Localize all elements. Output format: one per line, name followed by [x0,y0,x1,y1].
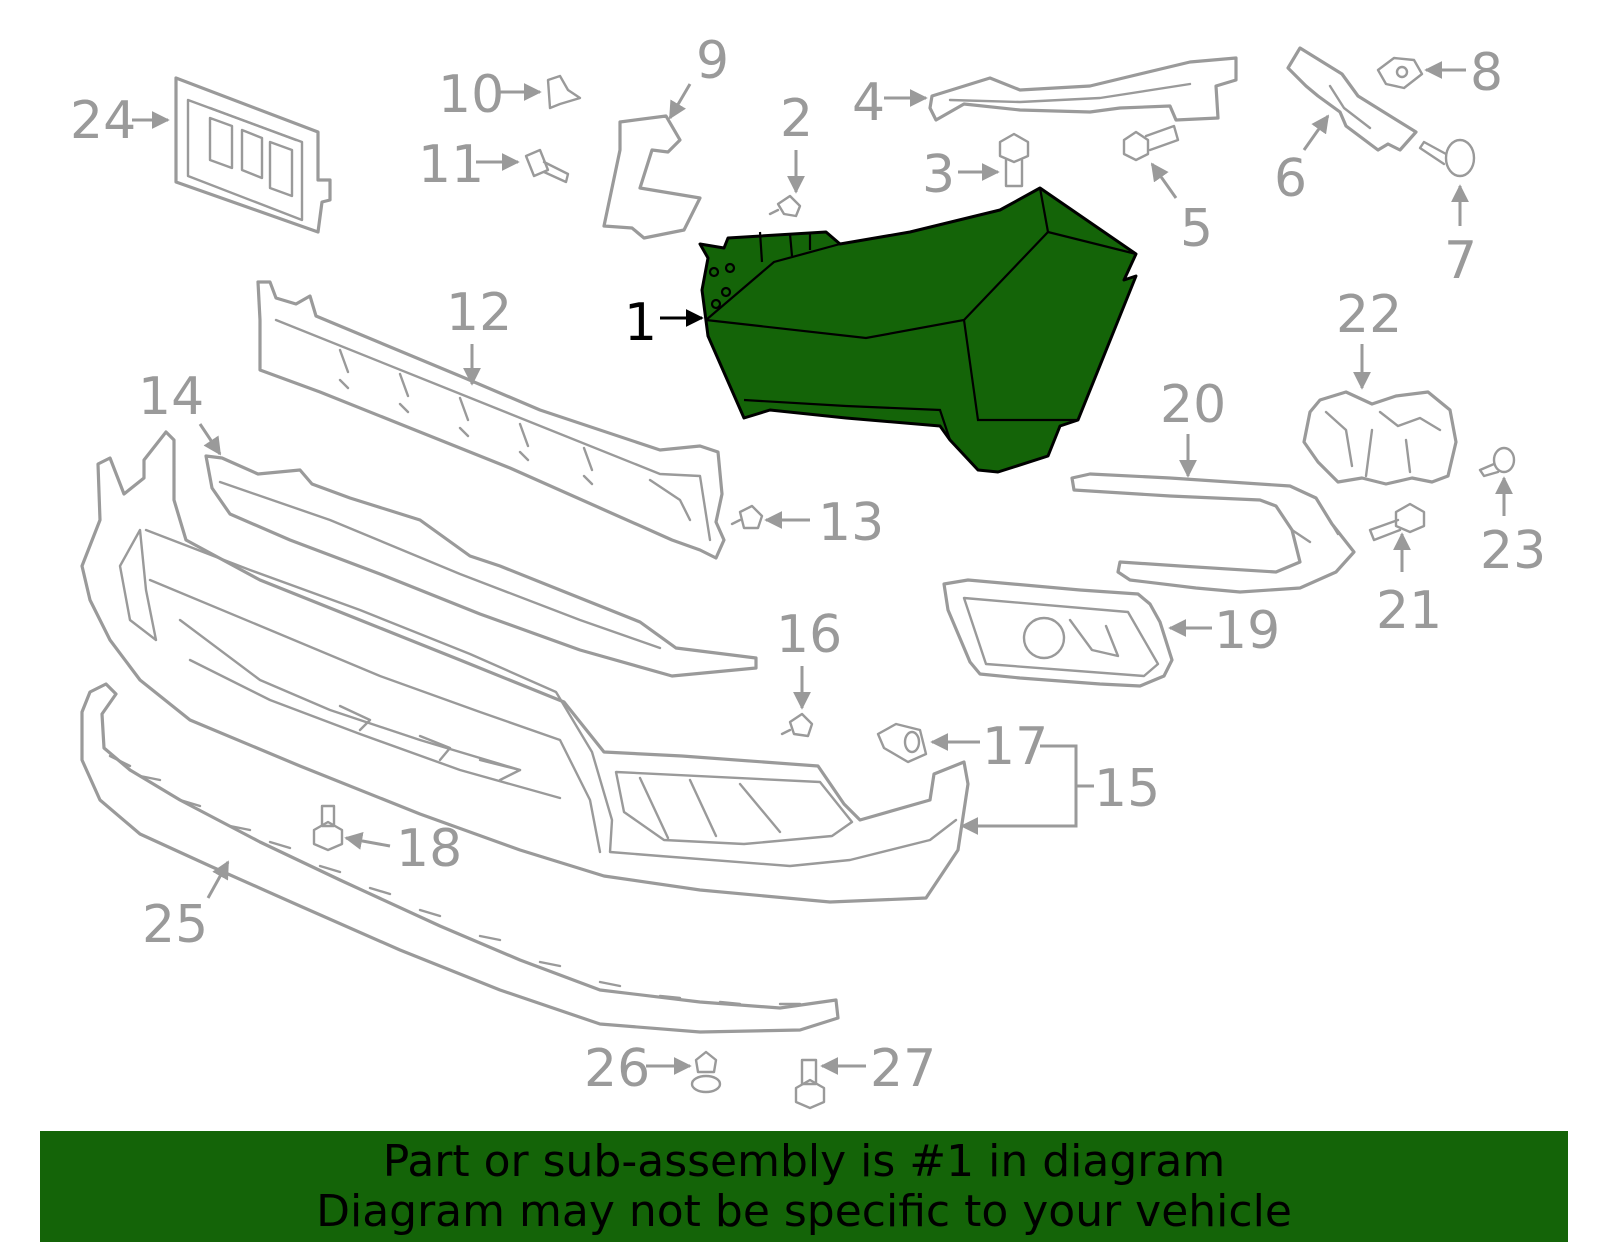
callout-12: 12 [446,283,512,343]
callout-5: 5 [1180,199,1213,259]
callout-13: 13 [818,493,884,553]
part-9-bracket [602,114,702,240]
callout-9: 9 [696,31,729,91]
part-11-bolt [524,148,570,184]
part-16-clip [780,712,814,738]
banner-line-2: Diagram may not be specific to your vehi… [316,1186,1292,1237]
part-8-nut [1376,56,1424,90]
callout-24: 24 [70,91,136,151]
part-24-license-bracket [174,76,332,234]
callout-11: 11 [418,135,484,195]
part-14-grille-strip [204,454,758,678]
part-22-side-bracket [1302,390,1458,486]
part-15-bumper-cover [80,430,970,904]
callout-27: 27 [870,1039,936,1099]
callout-3: 3 [922,145,955,205]
part-12-upper-grille [256,280,726,560]
callout-23: 23 [1480,521,1546,581]
part-6-bracket [1286,46,1418,152]
part-25-lower-valance [80,682,840,1034]
part-17-nut [876,722,928,764]
callout-1: 1 [624,293,657,353]
part-23-screw [1478,446,1516,478]
part-26-clip [690,1050,722,1094]
callout-15: 15 [1094,759,1160,819]
banner-line-1: Part or sub-assembly is #1 in diagram [382,1136,1226,1187]
part-18-bolt [312,804,344,852]
callout-21: 21 [1376,581,1442,641]
callout-2: 2 [780,89,813,149]
callout-16: 16 [776,605,842,665]
part-20-trim [1070,472,1356,594]
part-7-screw [1418,138,1476,178]
callout-19: 19 [1214,601,1280,661]
part-10-clip [546,74,582,110]
part-3-bolt [998,132,1030,188]
part-27-bolt [794,1058,826,1110]
part-5-bolt [1122,124,1180,162]
callout-25: 25 [142,895,208,955]
callout-14: 14 [138,367,204,427]
part-2-clip [768,194,802,218]
callout-22: 22 [1336,285,1402,345]
callout-10: 10 [438,65,504,125]
callout-20: 20 [1160,375,1226,435]
info-banner: Part or sub-assembly is #1 in diagram Di… [40,1131,1568,1242]
part-19-fog-bezel [942,578,1174,688]
part-13-clip [730,504,764,530]
part-1-highlighted [698,186,1138,474]
part-4-upper-rail [928,56,1238,122]
callout-17: 17 [982,717,1048,777]
callout-8: 8 [1470,43,1503,103]
callout-7: 7 [1444,231,1477,291]
callout-18: 18 [396,819,462,879]
callout-6: 6 [1274,149,1307,209]
callout-26: 26 [584,1039,650,1099]
callout-4: 4 [852,73,885,133]
part-21-bolt [1368,502,1426,542]
